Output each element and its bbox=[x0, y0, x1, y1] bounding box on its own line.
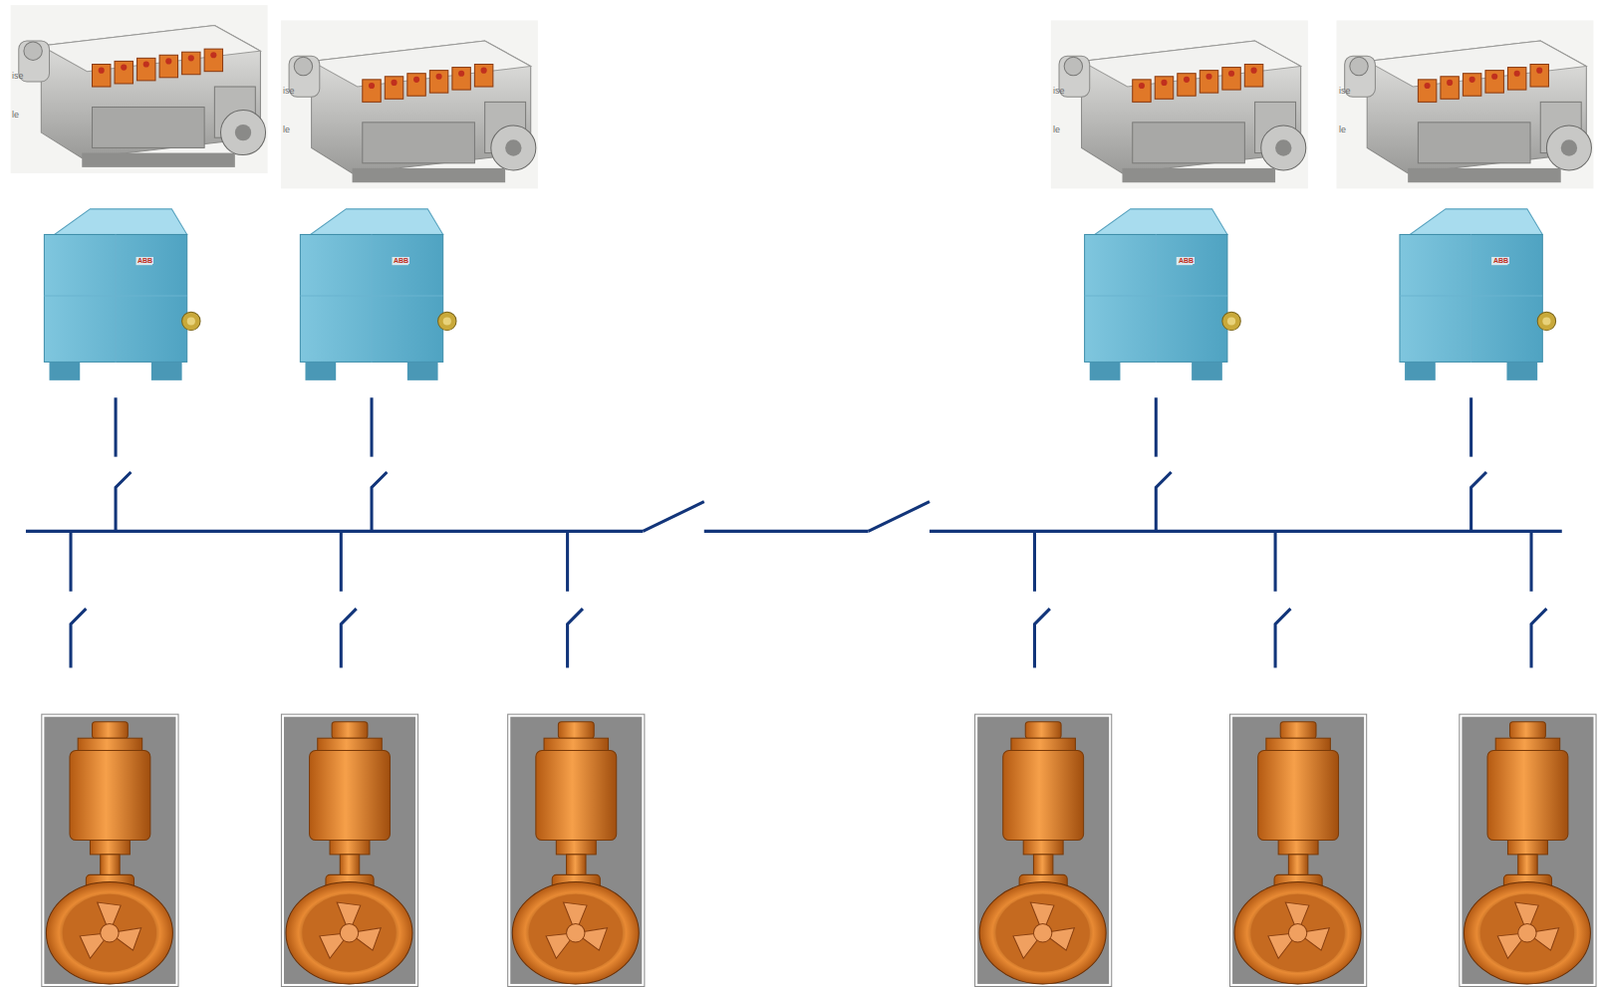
maker-plate: ABB bbox=[392, 257, 410, 265]
maker-plate: ABB bbox=[1492, 257, 1510, 265]
engine-label: le bbox=[1053, 125, 1061, 135]
engine-label: ise bbox=[1338, 86, 1351, 96]
engine-label: le bbox=[282, 125, 290, 135]
maker-plate: ABB bbox=[136, 257, 154, 265]
engine-label: le bbox=[11, 110, 19, 120]
engine-label: le bbox=[1338, 125, 1346, 135]
engine-label: ise bbox=[11, 71, 24, 81]
engine-label: ise bbox=[282, 86, 295, 96]
maker-plate: ABB bbox=[1177, 257, 1195, 265]
engine-label: ise bbox=[1053, 86, 1066, 96]
